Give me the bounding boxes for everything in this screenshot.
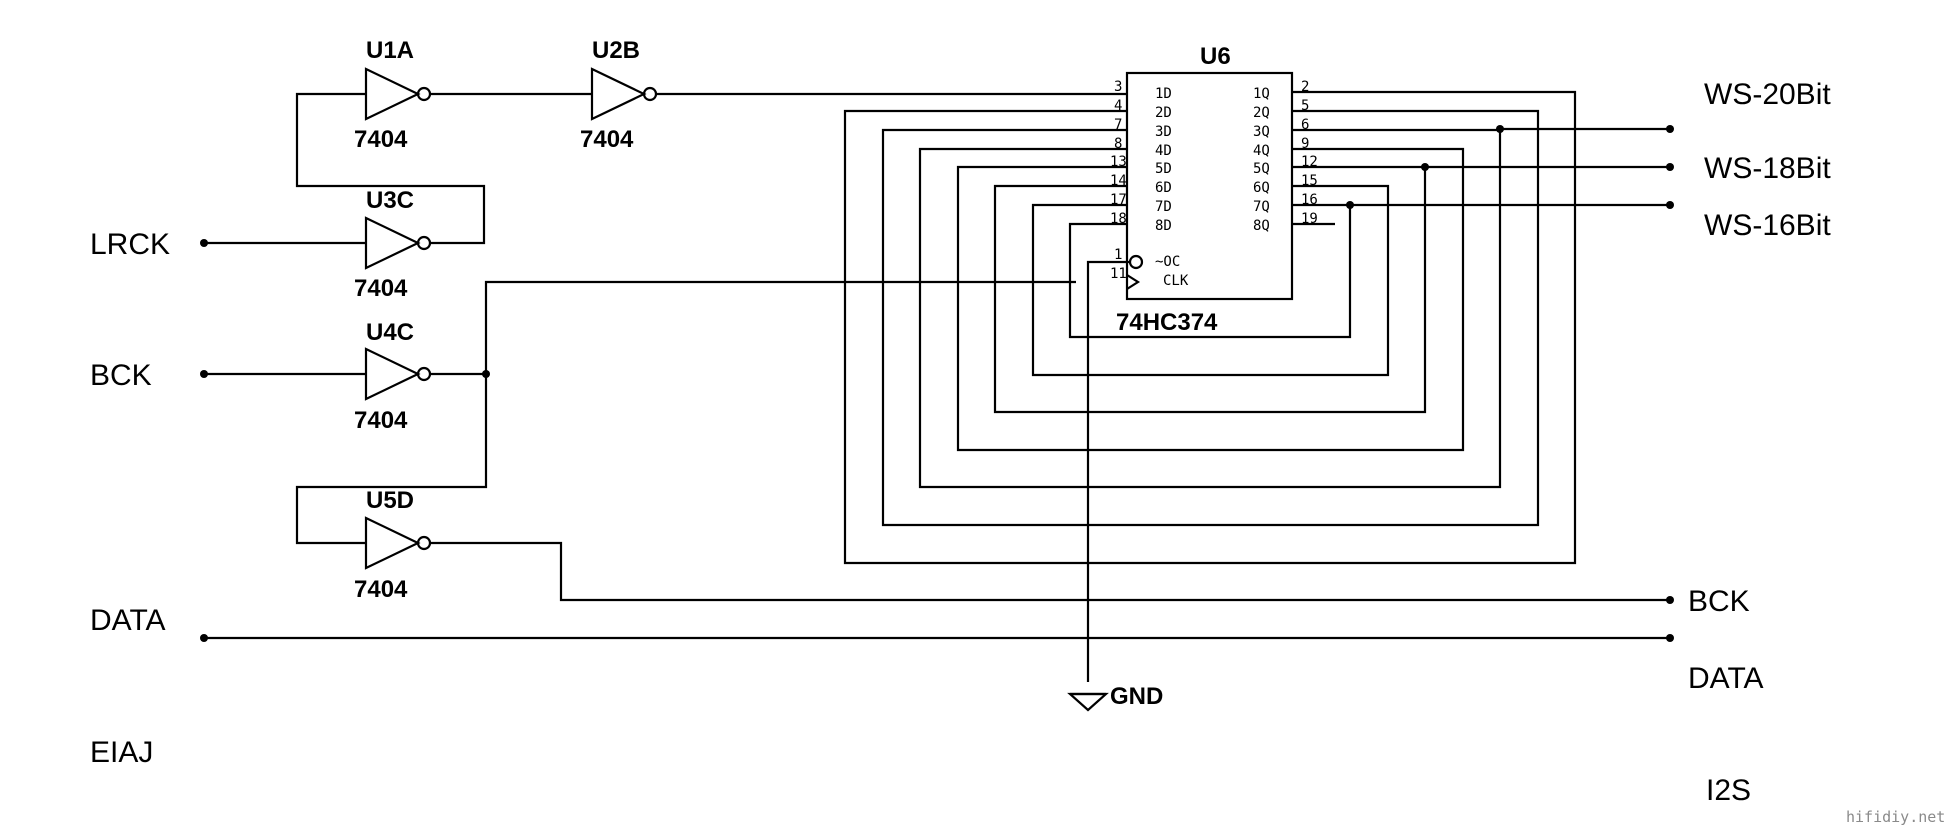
inverter-u1a-body bbox=[364, 67, 421, 121]
pin-name-5q: 5Q bbox=[1253, 161, 1270, 177]
pin-name-5d: 5D bbox=[1155, 161, 1172, 177]
bck-input-node bbox=[200, 370, 208, 378]
inverter-u3c-body bbox=[364, 216, 421, 270]
latch-u6-part: 74HC374 bbox=[1116, 309, 1218, 336]
pin-num-3q: 6 bbox=[1301, 117, 1309, 133]
label-format-i2s: I2S bbox=[1706, 774, 1751, 807]
inverter-u4c: U4C 7404 bbox=[354, 319, 432, 434]
inverter-u3c-part: 7404 bbox=[354, 275, 408, 302]
ws20-output-node bbox=[1666, 125, 1674, 133]
pin-name-6d: 6D bbox=[1155, 180, 1172, 196]
pin-name-6q: 6Q bbox=[1253, 180, 1270, 196]
pin-num-2q: 5 bbox=[1301, 98, 1309, 114]
pin-name-3q: 3Q bbox=[1253, 124, 1270, 140]
inverter-u5d-body bbox=[364, 516, 421, 570]
label-ws16: WS-16Bit bbox=[1704, 209, 1831, 242]
inverter-u2b-part: 7404 bbox=[580, 126, 634, 153]
wires-lrck bbox=[200, 92, 1127, 247]
inverter-u1a-ref: U1A bbox=[366, 37, 414, 64]
pin-name-7q: 7Q bbox=[1253, 199, 1270, 215]
clk-edge-symbol bbox=[1126, 274, 1141, 290]
inverter-u2b-body bbox=[590, 67, 647, 121]
pin-num-2d: 4 bbox=[1114, 98, 1122, 114]
inverter-u4c-part: 7404 bbox=[354, 407, 408, 434]
latch-feedback-wires bbox=[843, 90, 1577, 565]
ground-symbol bbox=[1067, 692, 1109, 712]
ground-wiring: GND bbox=[1067, 260, 1163, 712]
inverter-u3c-ref: U3C bbox=[366, 187, 414, 214]
bck-junction-dot bbox=[482, 370, 490, 378]
pin-name-2q: 2Q bbox=[1253, 105, 1270, 121]
label-lrck-in: LRCK bbox=[90, 228, 170, 261]
ws20-junction-dot bbox=[1496, 125, 1504, 133]
pin-name-clk: CLK bbox=[1163, 273, 1189, 289]
inverter-u1a: U1A 7404 bbox=[354, 37, 432, 153]
ws-output-wires bbox=[1346, 125, 1674, 209]
pin-name-8q: 8Q bbox=[1253, 218, 1270, 234]
pin-name-1d: 1D bbox=[1155, 86, 1172, 102]
inverter-u5d-part: 7404 bbox=[354, 576, 408, 603]
ws18-junction-dot bbox=[1421, 163, 1429, 171]
pin-name-1q: 1Q bbox=[1253, 86, 1270, 102]
inverter-u2b: U2B 7404 bbox=[580, 37, 658, 153]
ground-label: GND bbox=[1110, 683, 1163, 710]
pin-num-1d: 3 bbox=[1114, 79, 1122, 95]
inverter-u4c-body bbox=[364, 347, 421, 401]
inverter-u5d: U5D 7404 bbox=[354, 487, 432, 603]
label-bck-in: BCK bbox=[90, 359, 152, 392]
inverter-u4c-ref: U4C bbox=[366, 319, 414, 346]
pin-num-oc: 1 bbox=[1114, 247, 1122, 263]
data-output-node bbox=[1666, 634, 1674, 642]
inverter-u3c: U3C 7404 bbox=[354, 187, 432, 302]
label-ws18: WS-18Bit bbox=[1704, 152, 1831, 185]
bck-output-node bbox=[1666, 596, 1674, 604]
pin-num-4q: 9 bbox=[1301, 136, 1309, 152]
label-format-eiaj: EIAJ bbox=[90, 736, 153, 769]
latch-u6-ref: U6 bbox=[1200, 43, 1231, 70]
pin-name-4d: 4D bbox=[1155, 143, 1172, 159]
wires-bck bbox=[200, 280, 1674, 604]
pin-num-clk: 11 bbox=[1110, 266, 1127, 282]
ws16-junction-dot bbox=[1346, 201, 1354, 209]
inverter-u2b-ref: U2B bbox=[592, 37, 640, 64]
lrck-input-node bbox=[200, 239, 208, 247]
pin-name-7d: 7D bbox=[1155, 199, 1172, 215]
pin-name-4q: 4Q bbox=[1253, 143, 1270, 159]
pin-name-8d: 8D bbox=[1155, 218, 1172, 234]
pin-name-oc: ~OC bbox=[1155, 254, 1180, 270]
wires-data bbox=[200, 634, 1674, 642]
label-ws20: WS-20Bit bbox=[1704, 78, 1831, 111]
inverter-u1a-part: 7404 bbox=[354, 126, 408, 153]
oc-inversion-bubble bbox=[1128, 254, 1144, 270]
ws16-output-node bbox=[1666, 201, 1674, 209]
label-bck-out: BCK bbox=[1688, 585, 1750, 618]
ws18-output-node bbox=[1666, 163, 1674, 171]
latch-u6: U6 74HC374 3 4 7 8 13 14 17 18 1D 2D 3D … bbox=[1110, 43, 1318, 336]
data-input-node bbox=[200, 634, 208, 642]
label-data-in: DATA bbox=[90, 604, 166, 637]
pin-num-1q: 2 bbox=[1301, 79, 1309, 95]
pin-num-3d: 7 bbox=[1114, 117, 1122, 133]
label-data-out: DATA bbox=[1688, 662, 1764, 695]
pin-name-2d: 2D bbox=[1155, 105, 1172, 121]
pin-num-4d: 8 bbox=[1114, 136, 1122, 152]
pin-name-3d: 3D bbox=[1155, 124, 1172, 140]
inverter-u5d-ref: U5D bbox=[366, 487, 414, 514]
watermark: hifidiy.net bbox=[1846, 808, 1945, 826]
